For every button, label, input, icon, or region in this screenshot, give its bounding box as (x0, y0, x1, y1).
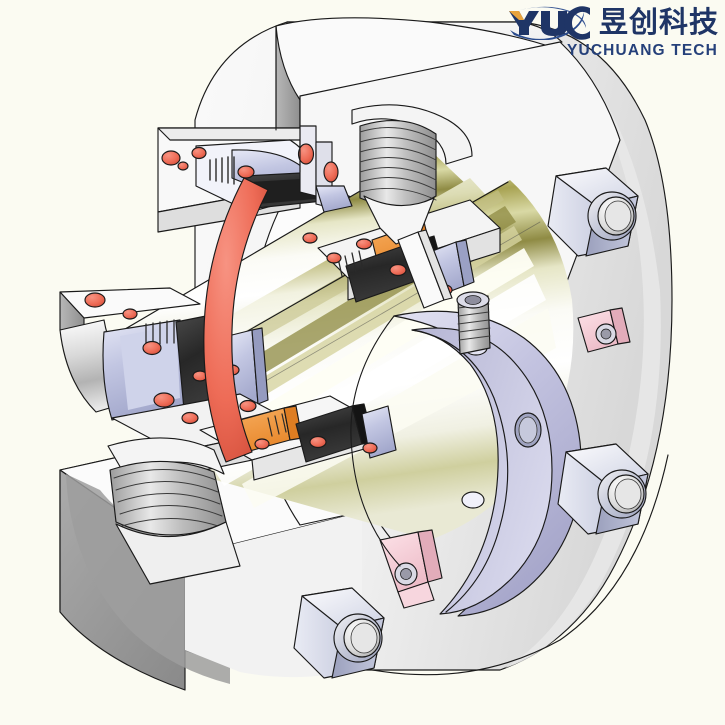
letter-c (563, 6, 590, 40)
brand-chinese-name: 昱创科技 (598, 4, 719, 39)
clamp-bracket-bottom (379, 529, 443, 609)
threaded-port-bottom (107, 437, 241, 585)
section-guide-lines (59, 25, 401, 613)
letter-u (540, 11, 567, 36)
threaded-port-top (351, 104, 473, 309)
yuc-mark-svg (508, 6, 590, 40)
bore-oring-arc (203, 177, 269, 463)
letter-y-accent (508, 11, 524, 20)
yuc-logo-mark (506, 4, 592, 40)
brand-logo: 昱创科技 YUCHUANG TECH (506, 4, 719, 59)
hex-nut-upper-right (547, 167, 639, 257)
set-screw (456, 291, 491, 355)
hex-nut-lower-right (557, 443, 649, 535)
drive-collar (393, 291, 582, 617)
brand-english-name: YUCHUANG TECH (566, 42, 718, 59)
clamp-bracket-right (577, 307, 631, 353)
hex-nut-bottom (293, 587, 385, 679)
